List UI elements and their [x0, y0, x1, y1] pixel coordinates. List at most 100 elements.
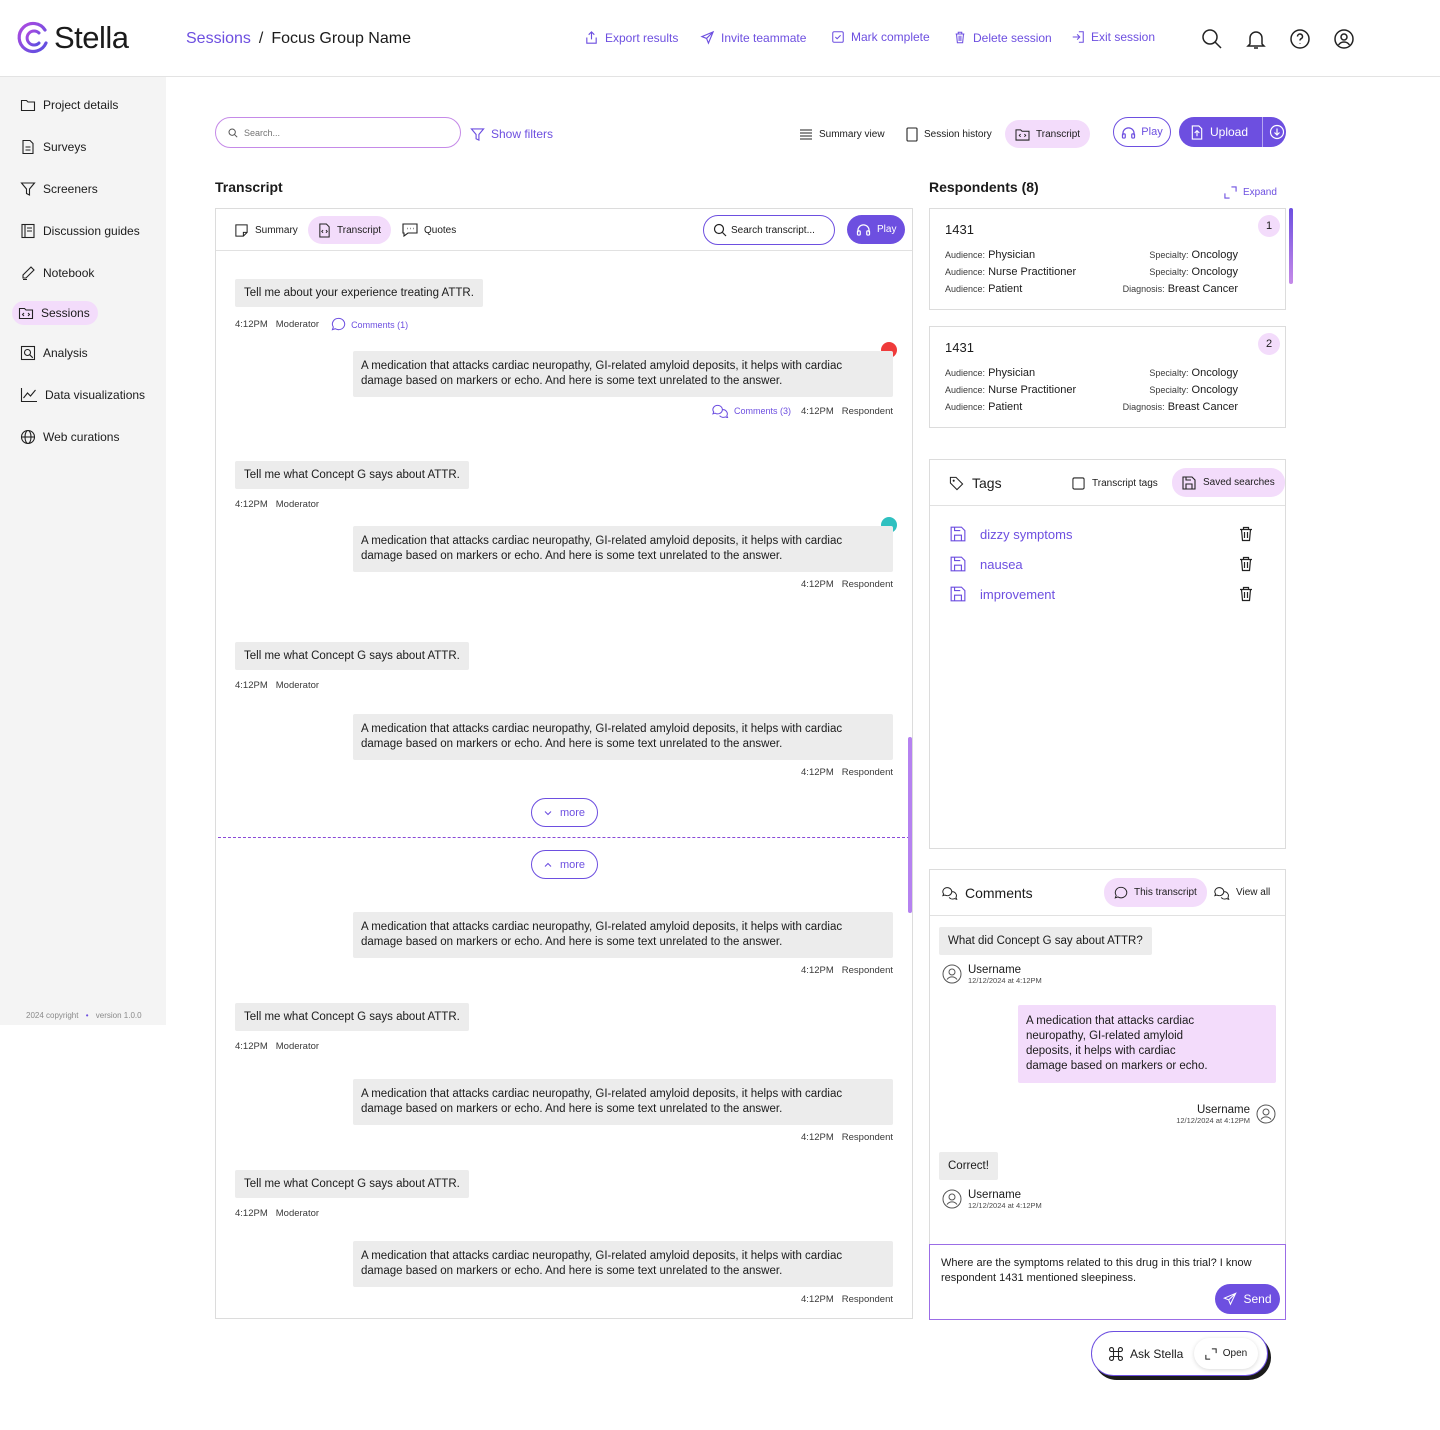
delete-session-button[interactable]: Delete session	[953, 30, 1052, 45]
exit-session-button[interactable]: Exit session	[1071, 30, 1155, 44]
chevron-up-icon	[544, 862, 552, 867]
transcript-section-title: Transcript	[215, 179, 283, 195]
sidebar-item-discussion-guides[interactable]: Discussion guides	[20, 223, 140, 239]
breadcrumb-separator: /	[258, 30, 264, 47]
stella-logo-icon	[17, 21, 48, 54]
comments-title-label: Comments	[965, 885, 1033, 901]
transcript-view-button[interactable]: Transcript	[1005, 120, 1091, 148]
help-icon[interactable]	[1288, 27, 1312, 51]
respondent-answer[interactable]: A medication that attacks cardiac neurop…	[353, 1241, 893, 1287]
moderator-question[interactable]: Tell me what Concept G says about ATTR.	[235, 461, 469, 489]
saved-search-item[interactable]: dizzy symptoms	[950, 526, 1072, 542]
respondent-answer[interactable]: A medication that attacks cardiac neurop…	[353, 714, 893, 760]
headphones-icon	[856, 224, 871, 236]
respondent-answer[interactable]: A medication that attacks cardiac neurop…	[353, 351, 893, 397]
moderator-question[interactable]: Tell me about your experience treating A…	[235, 279, 483, 307]
mark-complete-button[interactable]: Mark complete	[831, 30, 930, 44]
quote-bubble-icon	[402, 223, 418, 237]
saved-search-item[interactable]: improvement	[950, 586, 1055, 602]
sidebar-item-label: Notebook	[43, 266, 95, 280]
search-field[interactable]	[215, 117, 461, 148]
show-filters-label: Show filters	[491, 127, 554, 141]
sidebar-item-label: Web curations	[43, 430, 120, 444]
trash-icon[interactable]	[1239, 586, 1253, 602]
question-meta: 4:12PM Moderator	[235, 499, 319, 510]
transcript-panel: Summary Transcript Quotes Search transcr…	[215, 208, 913, 1319]
show-more-up-button[interactable]: more	[531, 850, 598, 879]
search-input[interactable]	[244, 127, 444, 138]
session-history-button[interactable]: Session history	[906, 120, 992, 148]
summary-view-button[interactable]: Summary view	[799, 120, 885, 148]
respondents-scrollbar[interactable]	[1289, 208, 1293, 284]
sidebar-item-sessions[interactable]: Sessions	[12, 301, 98, 325]
open-button[interactable]: Open	[1194, 1338, 1258, 1369]
respondent-card[interactable]: 1431 1 Audience: Physician Specialty: On…	[929, 208, 1286, 310]
invite-teammate-button[interactable]: Invite teammate	[700, 30, 806, 45]
attribute-value: Oncology	[1191, 367, 1238, 379]
tags-title-label: Tags	[972, 475, 1002, 491]
avatar-icon	[942, 964, 962, 984]
stella-logo[interactable]: Stella	[16, 20, 129, 56]
this-transcript-toggle[interactable]: This transcript	[1104, 878, 1207, 907]
speaker-role: Moderator	[275, 1208, 320, 1219]
trash-icon[interactable]	[1239, 526, 1253, 542]
send-button[interactable]: Send	[1215, 1284, 1280, 1314]
attribute-label: Specialty:	[1149, 267, 1189, 277]
avatar-icon	[1256, 1104, 1276, 1124]
respondent-attribute: Audience: Nurse Practitioner	[945, 266, 1076, 278]
upload-file-icon	[1191, 124, 1203, 140]
sidebar-item-analysis[interactable]: Analysis	[20, 345, 88, 361]
respondent-answer[interactable]: A medication that attacks cardiac neurop…	[353, 912, 893, 958]
expand-icon	[1224, 186, 1237, 199]
download-circle-icon[interactable]	[1269, 124, 1285, 140]
transcript-tags-toggle[interactable]: Transcript tags	[1072, 469, 1158, 497]
sidebar-item-project-details[interactable]: Project details	[20, 97, 118, 113]
play-label: Play	[1141, 126, 1163, 138]
transcript-scrollbar[interactable]	[908, 737, 912, 913]
sidebar-item-web-curations[interactable]: Web curations	[20, 429, 119, 445]
comments-link[interactable]: Comments (1)	[331, 317, 408, 332]
respondent-answer[interactable]: A medication that attacks cardiac neurop…	[353, 1079, 893, 1125]
trash-icon[interactable]	[1239, 556, 1253, 572]
bell-icon[interactable]	[1244, 27, 1268, 51]
user-profile-icon[interactable]	[1332, 27, 1356, 51]
sidebar-item-surveys[interactable]: Surveys	[20, 139, 86, 155]
search-transcript-input[interactable]: Search transcript...	[703, 215, 835, 245]
tab-transcript[interactable]: Transcript	[308, 216, 392, 244]
expand-button[interactable]: Expand	[1224, 186, 1277, 199]
sidebar-item-notebook[interactable]: Notebook	[20, 265, 94, 281]
transcript-play-button[interactable]: Play	[847, 215, 905, 244]
play-button[interactable]: Play	[1113, 117, 1171, 147]
ask-stella-button[interactable]: Ask Stella Open	[1091, 1331, 1268, 1376]
question-meta: 4:12PM Moderator	[235, 680, 319, 691]
comment-compose-input[interactable]: Where are the symptoms related to this d…	[929, 1244, 1286, 1320]
comments-link[interactable]: Comments (3)	[712, 404, 791, 418]
upload-button[interactable]: Upload	[1179, 117, 1286, 147]
save-disk-icon	[950, 586, 966, 602]
saved-search-item[interactable]: nausea	[950, 556, 1023, 572]
timestamp: 4:12PM	[801, 1294, 834, 1305]
sidebar-item-data-visualizations[interactable]: Data visualizations	[20, 387, 145, 403]
search-icon[interactable]	[1200, 27, 1224, 51]
attribute-label: Audience:	[945, 284, 986, 294]
send-plane-icon	[1223, 1292, 1238, 1306]
show-more-down-button[interactable]: more	[531, 798, 598, 827]
invite-teammate-label: Invite teammate	[721, 30, 807, 45]
tab-summary[interactable]: Summary	[234, 216, 298, 244]
tab-quotes[interactable]: Quotes	[402, 216, 456, 244]
export-results-button[interactable]: Export results	[584, 30, 678, 45]
breadcrumb-sessions-link[interactable]: Sessions	[186, 30, 251, 47]
show-filters-button[interactable]: Show filters	[470, 120, 553, 148]
saved-searches-toggle[interactable]: Saved searches	[1172, 468, 1285, 497]
respondent-answer[interactable]: A medication that attacks cardiac neurop…	[353, 526, 893, 572]
respondent-card[interactable]: 1431 2 Audience: Physician Specialty: On…	[929, 326, 1286, 428]
moderator-question[interactable]: Tell me what Concept G says about ATTR.	[235, 1003, 469, 1031]
saved-search-label: nausea	[980, 556, 1023, 572]
sidebar-item-screeners[interactable]: Screeners	[20, 181, 98, 197]
tag-icon	[949, 476, 964, 490]
moderator-question[interactable]: Tell me what Concept G says about ATTR.	[235, 1170, 469, 1198]
respondent-attribute: Specialty: Oncology	[1149, 249, 1238, 261]
comment-date: 12/12/2024 at 4:12PM	[968, 976, 1042, 985]
view-all-toggle[interactable]: View all	[1214, 878, 1270, 907]
moderator-question[interactable]: Tell me what Concept G says about ATTR.	[235, 642, 469, 670]
